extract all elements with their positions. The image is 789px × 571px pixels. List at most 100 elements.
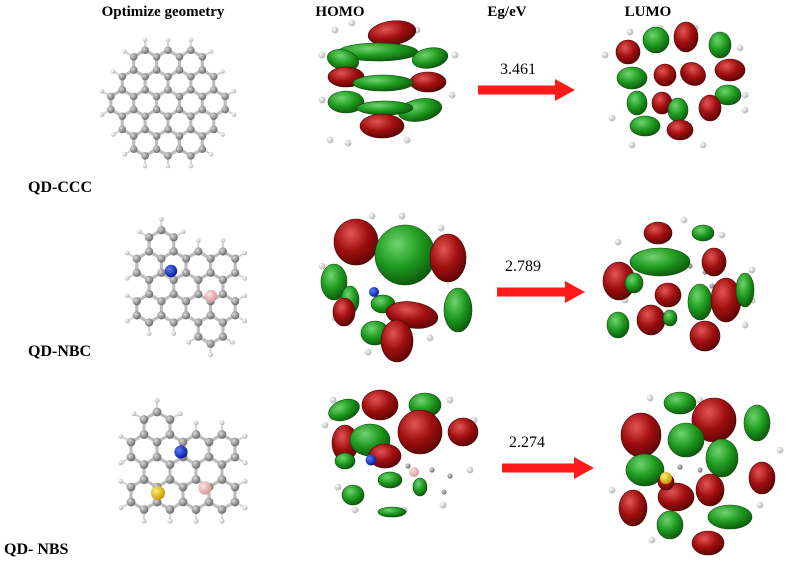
carbon-atom	[141, 125, 149, 134]
carbon-atom	[209, 112, 218, 121]
orbital-lobe-positive	[411, 47, 449, 69]
hydrogen-atom	[231, 89, 237, 94]
carbon-atom	[231, 268, 240, 277]
carbon-atom	[230, 452, 240, 462]
orbital-lobe-positive	[626, 90, 648, 116]
hydrogen-atom	[154, 397, 160, 403]
gap-arrow-qd-ccc	[478, 79, 575, 101]
hydrogen-atom	[646, 394, 654, 402]
carbon-atom	[709, 283, 715, 289]
orbital-lobe-negative	[748, 461, 776, 495]
carbon-atom	[178, 482, 188, 492]
hydrogen-atom	[326, 136, 334, 144]
hydrogen-atom	[680, 216, 688, 224]
carbon-atom	[175, 52, 184, 61]
hydrogen-atom	[741, 106, 749, 114]
carbon-atom	[165, 415, 175, 424]
orbital-lobe-negative	[673, 21, 699, 53]
carbon-atom	[218, 289, 228, 299]
hydrogen-atom	[321, 421, 329, 429]
carbon-atom	[139, 460, 149, 469]
hydrogen-atom	[142, 37, 148, 43]
carbon-atom	[141, 72, 149, 81]
carbon-atom	[209, 72, 218, 81]
orbital-lobe-positive	[443, 287, 473, 333]
orbital-lobe-positive	[327, 90, 365, 114]
carbon-atom	[152, 52, 161, 61]
carbon-atom	[191, 505, 201, 514]
hydrogen-atom	[446, 396, 454, 404]
carbon-atom	[218, 332, 228, 341]
carbon-atom	[118, 112, 127, 121]
hydrogen-atom	[648, 536, 656, 544]
carbon-atom	[194, 275, 203, 285]
homo-orbital-qd-ccc	[318, 19, 459, 147]
orbital-lobe-negative	[618, 489, 648, 527]
orbital-lobe-positive	[667, 422, 705, 458]
orbital-lobe-positive	[616, 66, 648, 90]
orbital-lobe-positive	[606, 311, 630, 339]
lumo-orbital-qd-nbc	[602, 216, 756, 352]
carbon-atom	[441, 489, 447, 495]
carbon-atom	[118, 72, 127, 81]
carbon-atom	[129, 105, 138, 114]
hydrogen-atom	[165, 37, 171, 43]
hydrogen-atom	[242, 275, 248, 281]
carbon-atom	[198, 66, 207, 74]
orbital-lobe-negative	[654, 282, 682, 308]
hydrogen-atom	[122, 49, 128, 54]
carbon-atom	[194, 247, 203, 256]
orbital-lobe-positive	[687, 283, 713, 321]
hydrogen-atom	[242, 478, 248, 484]
carbon-atom	[139, 430, 149, 439]
orbital-lobe-positive	[656, 510, 684, 540]
hydrogen-atom	[230, 339, 235, 345]
hydrogen-atom	[118, 460, 124, 466]
orbital-lobe-negative	[653, 63, 677, 87]
hydrogen-atom	[614, 238, 622, 246]
carbon-atom	[198, 52, 207, 61]
carbon-atom	[169, 233, 178, 242]
orbital-lobe-positive	[334, 452, 356, 470]
carbon-atom	[107, 105, 115, 114]
sulfur-atom	[660, 472, 672, 484]
carbon-atom	[429, 467, 435, 473]
carbon-atom	[157, 268, 166, 277]
carbon-atom	[206, 339, 215, 348]
hydrogen-atom	[364, 348, 372, 356]
carbon-atom	[178, 497, 188, 507]
hydrogen-atom	[158, 216, 164, 222]
orbital-lobe-negative	[615, 39, 641, 65]
hydrogen-atom	[242, 460, 248, 466]
sulfur-atom	[151, 486, 165, 500]
carbon-atom	[152, 145, 161, 154]
hydrogen-atom	[318, 96, 326, 104]
hydrogen-atom	[601, 51, 609, 59]
carbon-atom	[165, 505, 175, 514]
structure-qd-nbs	[118, 397, 248, 524]
hydrogen-atom	[167, 518, 173, 524]
nitrogen-atom	[174, 445, 188, 459]
hydrogen-atom	[118, 433, 124, 439]
header-homo: HOMO	[315, 4, 364, 20]
orbital-lobe-negative	[714, 58, 746, 82]
carbon-atom	[187, 46, 195, 55]
hydrogen-atom	[188, 37, 194, 43]
hydrogen-atom	[180, 229, 186, 235]
carbon-atom	[152, 437, 162, 447]
molecule-label-qd-ccc: QD-CCC	[28, 179, 92, 196]
carbon-atom	[144, 247, 154, 256]
carbon-atom	[139, 505, 149, 514]
carbon-atom	[204, 452, 214, 462]
hydrogen-atom	[741, 321, 749, 329]
carbon-atom	[164, 85, 172, 94]
hydrogen-atom	[208, 352, 214, 358]
carbon-atom	[231, 297, 240, 306]
orbital-lobe-negative	[695, 473, 725, 507]
hydrogen-atom	[208, 152, 214, 157]
lumo-orbital-qd-nbs	[608, 391, 784, 556]
boron-atom	[409, 467, 419, 477]
carbon-atom	[218, 318, 228, 327]
carbon-atom	[126, 482, 136, 492]
hydrogen-atom	[111, 132, 116, 137]
